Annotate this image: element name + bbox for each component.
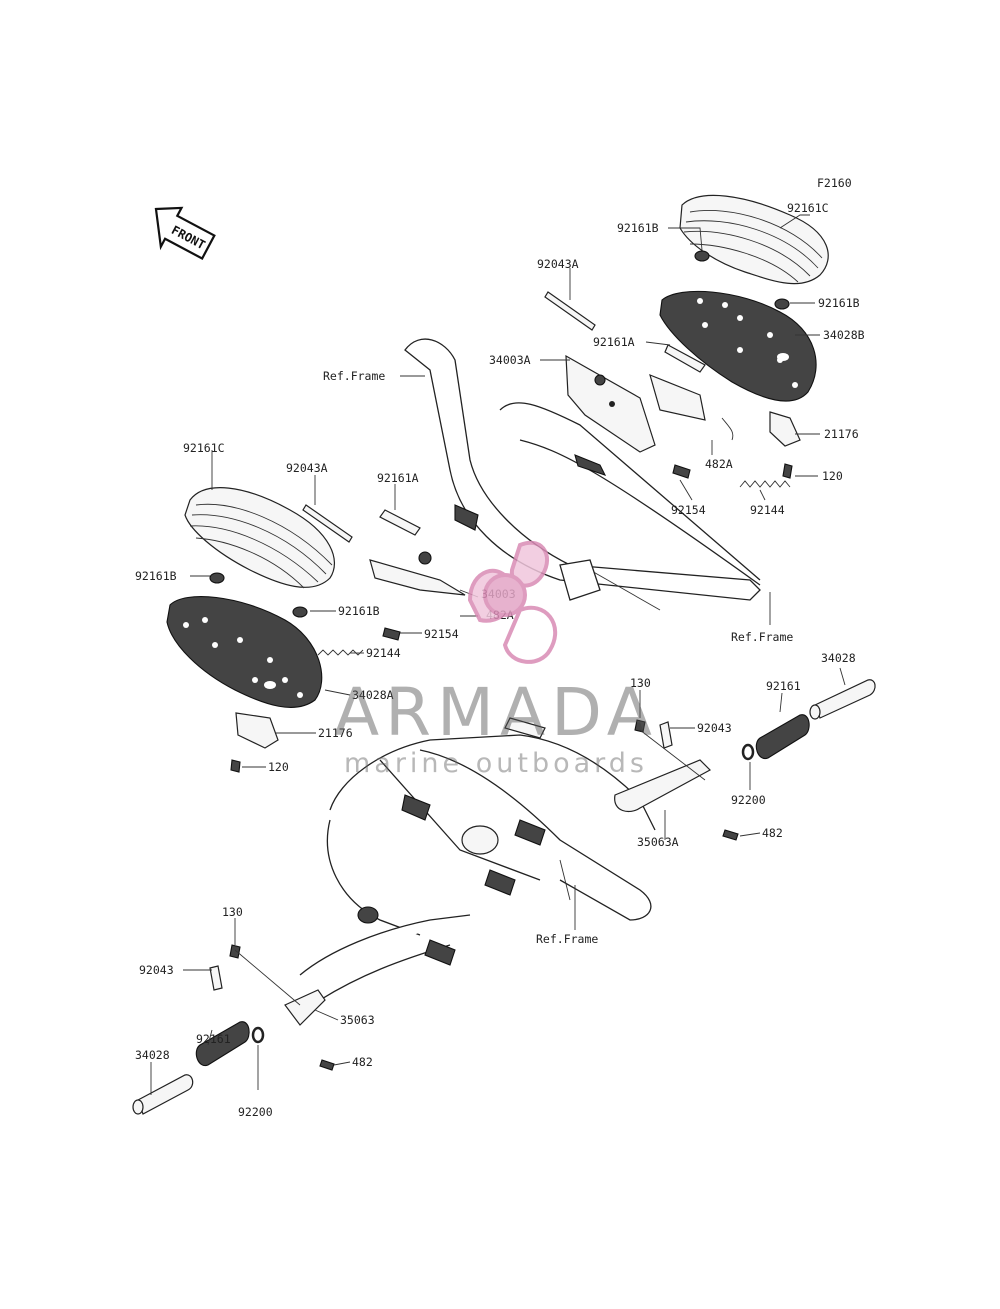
frame-upper [404,338,761,611]
callout-92161-left: 92161 [196,1032,231,1046]
callout-482a-right: 482A [705,457,733,471]
callout-92043-left: 92043 [139,963,174,977]
callout-34028b: 34028B [823,328,865,342]
callout-34028a: 34028A [352,688,394,702]
figure-code: F2160 [817,176,852,190]
footpeg-rubber-92161-right [755,714,810,760]
floorboard-rubber-left [184,487,335,588]
watermark-tagline: marine outboards [344,748,648,779]
spring-92144-left [317,649,364,656]
callout-92161b-left-2: 92161B [338,604,380,618]
pin-92043a-left [302,504,353,543]
propeller-logo-icon [467,540,558,664]
callout-92154-left: 92154 [424,627,459,641]
callout-92161a-right: 92161A [593,335,635,349]
callout-92043a-left: 92043A [286,461,328,475]
callouts: 92161C 92161B 92161B 34028B 92043A 92161… [135,201,865,1119]
callout-92200-right: 92200 [731,793,766,807]
callout-92161c-left: 92161C [183,441,225,455]
callout-34003a: 34003A [489,353,531,367]
leader-lines [150,214,846,1095]
callout-92154-right: 92154 [671,503,706,517]
footpeg-rubber-92161-left [195,1021,250,1067]
frame-lower [299,717,656,1001]
callout-92144-right: 92144 [750,503,785,517]
callout-92161b-right-1: 92161B [617,221,659,235]
washer-92200-right [741,743,755,761]
footpeg-pin-34028-left [137,1074,194,1115]
pin-92043a-right [544,291,596,331]
left-floorboard-assembly [166,487,466,773]
callout-34028-right: 34028 [821,651,856,665]
watermark: ARMADA marine outboards [334,540,658,779]
callout-92161b-left-1: 92161B [135,569,177,583]
floorboard-rubber-right [679,194,829,285]
callout-35063a: 35063A [637,835,679,849]
grommet-92161b-a [694,250,710,262]
callout-ref-frame-mid: Ref.Frame [731,630,793,644]
grommet-92161b-b [774,298,790,310]
callout-92043-right: 92043 [697,721,732,735]
left-footpeg-assembly [132,944,335,1115]
callout-35063: 35063 [340,1013,375,1027]
watermark-brand: ARMADA [334,674,658,751]
grommet-92161b-d [292,606,308,618]
footpeg-bracket-35063a [614,759,711,813]
callout-ref-frame-top: Ref.Frame [323,369,385,383]
callout-482-left: 482 [352,1055,373,1069]
footpeg-bracket-35063 [284,989,326,1026]
callout-21176-right: 21176 [824,427,859,441]
callout-21176-left: 21176 [318,726,353,740]
callout-130-left: 130 [222,905,243,919]
callout-92161c-right: 92161C [787,201,829,215]
footpeg-pin-34028-right [814,679,876,719]
washer-92200-left [251,1026,265,1044]
grommet-92161b-c [209,572,225,584]
front-arrow-icon: FRONT [154,206,216,260]
callout-92144-left: 92144 [366,646,401,660]
callout-120-left: 120 [268,760,289,774]
callout-92200-left: 92200 [238,1105,273,1119]
callout-92161a-left: 92161A [377,471,419,485]
callout-120-right: 120 [822,469,843,483]
callout-92161-right: 92161 [766,679,801,693]
floorboard-plate-right [659,290,817,402]
right-floorboard-assembly [544,194,829,488]
callout-92043a-right: 92043A [537,257,579,271]
callout-130-right: 130 [630,676,651,690]
callout-92161b-right-2: 92161B [818,296,860,310]
right-footpeg-assembly [614,679,876,841]
callout-482-right: 482 [762,826,783,840]
callout-34028-left: 34028 [135,1048,170,1062]
spring-92144-right [739,480,791,488]
callout-ref-frame-bot: Ref.Frame [536,932,598,946]
